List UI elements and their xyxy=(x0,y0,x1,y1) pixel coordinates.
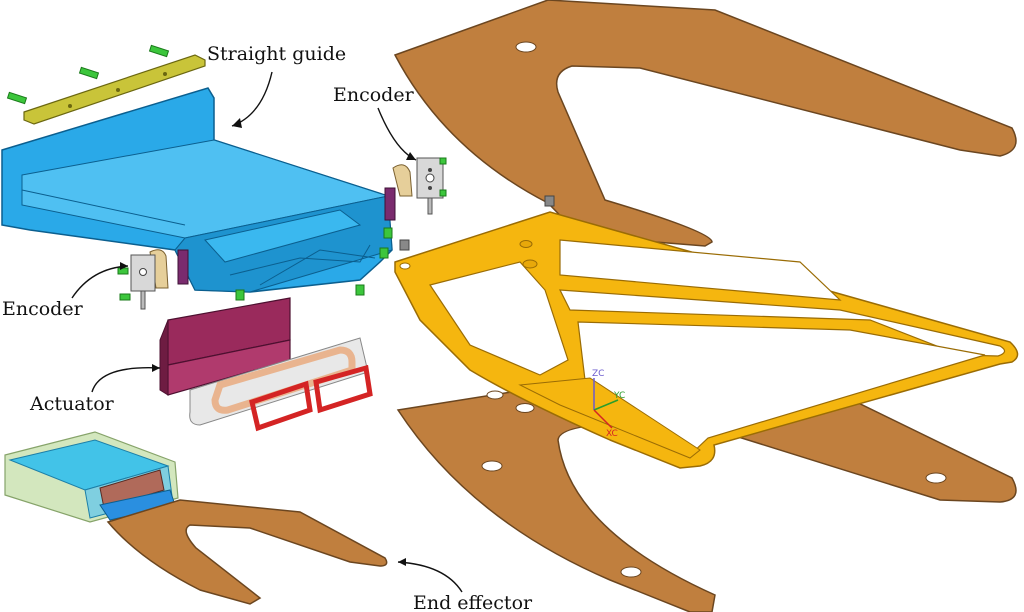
top-plate-hole xyxy=(515,41,537,53)
housing-foot xyxy=(379,247,389,259)
axis-xc: XC xyxy=(606,429,618,439)
spacer xyxy=(544,195,555,207)
bottom-plate-hole xyxy=(925,472,947,484)
bottom-plate-hole xyxy=(515,403,535,413)
coordinate-axes: ZC YC XC xyxy=(592,369,625,439)
housing-foot xyxy=(355,284,365,296)
screw xyxy=(148,44,170,58)
label-encoder-left: Encoder xyxy=(2,298,83,320)
callout-arrow-actuator xyxy=(91,367,161,393)
coil-red xyxy=(313,364,373,414)
encoder-top xyxy=(384,157,447,221)
callout-arrow-encoder-top xyxy=(377,107,417,161)
axis-zc: ZC xyxy=(592,369,604,379)
label-actuator: Actuator xyxy=(30,393,114,415)
encoder-left xyxy=(117,249,189,310)
label-encoder-top: Encoder xyxy=(333,84,414,106)
bottom-plate-hole xyxy=(486,390,504,400)
screw xyxy=(78,66,100,80)
callout-arrow-end-effector xyxy=(397,561,463,593)
bottom-plate-hole xyxy=(481,460,503,472)
yellow-frame xyxy=(394,211,1019,469)
end-effector xyxy=(106,499,388,605)
assembled-module xyxy=(4,431,179,523)
housing-foot xyxy=(235,289,245,301)
coil-red xyxy=(249,380,313,432)
spacer xyxy=(399,239,410,251)
bottom-plate-hole xyxy=(620,566,642,578)
screw xyxy=(6,91,28,105)
blue-housing xyxy=(1,87,393,293)
actuator xyxy=(159,297,373,432)
axis-yc: YC xyxy=(613,391,625,401)
bottom-plate xyxy=(396,349,1017,612)
label-end-effector: End effector xyxy=(413,592,533,612)
housing-foot xyxy=(383,227,393,239)
callout-arrow-straight-guide xyxy=(231,71,273,127)
label-straight-guide: Straight guide xyxy=(207,43,347,65)
top-plate xyxy=(393,0,1017,247)
